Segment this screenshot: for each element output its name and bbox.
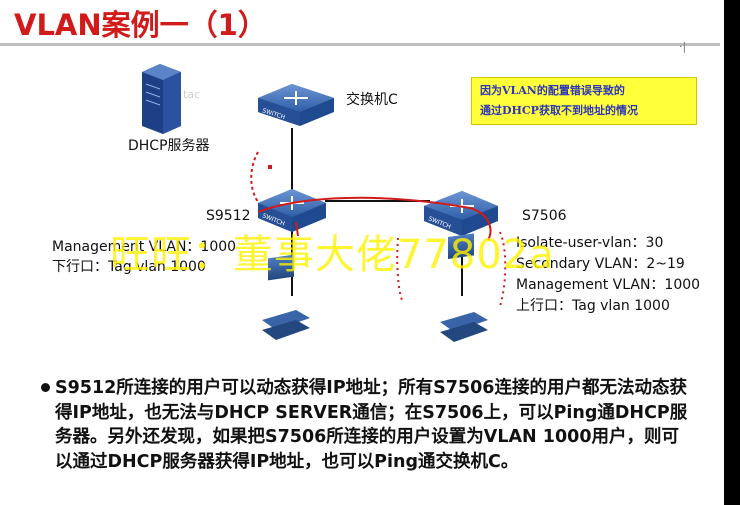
red-annotations: [250, 151, 507, 307]
s9512-downlink: 下行口：Tag vlan 1000: [52, 259, 206, 275]
note-line-2: 通过DHCP获取不到地址的情况: [480, 104, 638, 117]
s7506-uplink: 上行口：Tag vlan 1000: [516, 298, 670, 314]
note-box: 因为VLAN的配置错误导致的 通过DHCP获取不到地址的情况: [471, 77, 697, 125]
note-line-1: 因为VLAN的配置错误导致的: [480, 84, 625, 97]
description-text: S9512所连接的用户可以动态获得IP地址；所有S7506连接的用户都无法动态获…: [55, 378, 688, 472]
s9512-mgmt-vlan: Management VLAN：1000: [52, 239, 237, 255]
s7506-label: S7506: [522, 208, 567, 224]
page-title: VLAN案例一（1）: [14, 8, 267, 42]
title-divider: [0, 43, 720, 46]
s9512-label: S9512: [206, 208, 251, 224]
s7506-mgmt-vlan: Management VLAN：1000: [516, 277, 701, 293]
server-tag: tac: [183, 88, 200, 101]
pc-icon: [440, 233, 488, 342]
watermark: 旺旺：董事大佬77802a: [110, 232, 555, 278]
corner-mark: ·|: [679, 40, 687, 53]
pc-icon: [262, 254, 310, 340]
switch-icon: SWITCH: [258, 84, 334, 126]
right-border: [724, 0, 740, 505]
server-icon: tac: [142, 64, 200, 134]
switch-c-label: 交换机C: [346, 91, 398, 108]
s7506-secondary-vlan: Secondary VLAN：2~19: [516, 256, 685, 272]
bullet-icon: [41, 383, 50, 392]
dhcp-server-label: DHCP服务器: [128, 138, 210, 154]
s7506-isolate-vlan: Isolate-user-vlan：30: [516, 235, 664, 251]
